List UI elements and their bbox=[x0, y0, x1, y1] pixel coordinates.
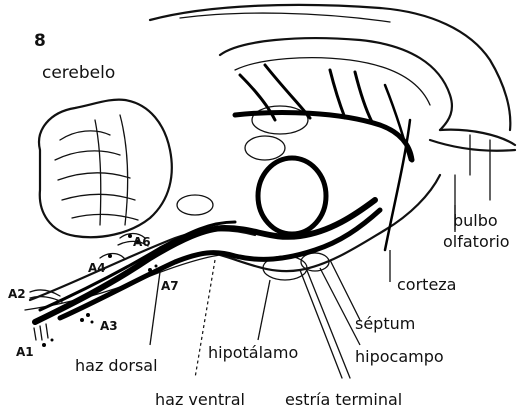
leader-haz-dorsal bbox=[150, 272, 160, 345]
cell-group-a4 bbox=[100, 254, 124, 259]
brainstem-lower bbox=[25, 255, 220, 310]
cortical-projections bbox=[235, 65, 412, 250]
amygdala-structure bbox=[177, 195, 213, 215]
hippocampus-loop bbox=[258, 158, 326, 234]
label-hipotalamo: hipotálamo bbox=[208, 343, 298, 362]
label-a7: A7 bbox=[161, 279, 179, 293]
label-a2: A2 bbox=[8, 287, 26, 301]
brain-outline-top-inner bbox=[180, 13, 390, 22]
label-haz-ventral: haz ventral bbox=[155, 390, 245, 409]
cell-group-a1 bbox=[34, 324, 54, 347]
olfactory-bulb-outline bbox=[430, 130, 515, 151]
label-a1: A1 bbox=[16, 345, 34, 359]
label-bulbo-2: olfatorio bbox=[443, 232, 510, 251]
label-a6: A6 bbox=[133, 235, 151, 249]
septum-structure bbox=[245, 136, 285, 160]
leader-septum bbox=[330, 260, 360, 320]
panel-letter: 8 bbox=[34, 31, 46, 51]
label-septum: séptum bbox=[355, 314, 415, 333]
label-a4: A4 bbox=[88, 261, 106, 275]
brain-outline-top bbox=[150, 5, 510, 130]
label-cerebelo: cerebelo bbox=[42, 63, 115, 83]
leader-hipotalamo bbox=[258, 280, 270, 340]
label-bulbo-1: bulbo bbox=[453, 211, 498, 230]
cell-group-a2 bbox=[30, 290, 62, 302]
label-hipocampo: hipocampo bbox=[355, 347, 444, 366]
cell-group-a3 bbox=[80, 313, 94, 324]
label-corteza: corteza bbox=[397, 275, 456, 294]
label-haz-dorsal: haz dorsal bbox=[75, 356, 158, 375]
label-a3: A3 bbox=[100, 319, 118, 333]
label-estria-terminal: estría terminal bbox=[285, 390, 402, 409]
cerebellum bbox=[39, 100, 172, 238]
